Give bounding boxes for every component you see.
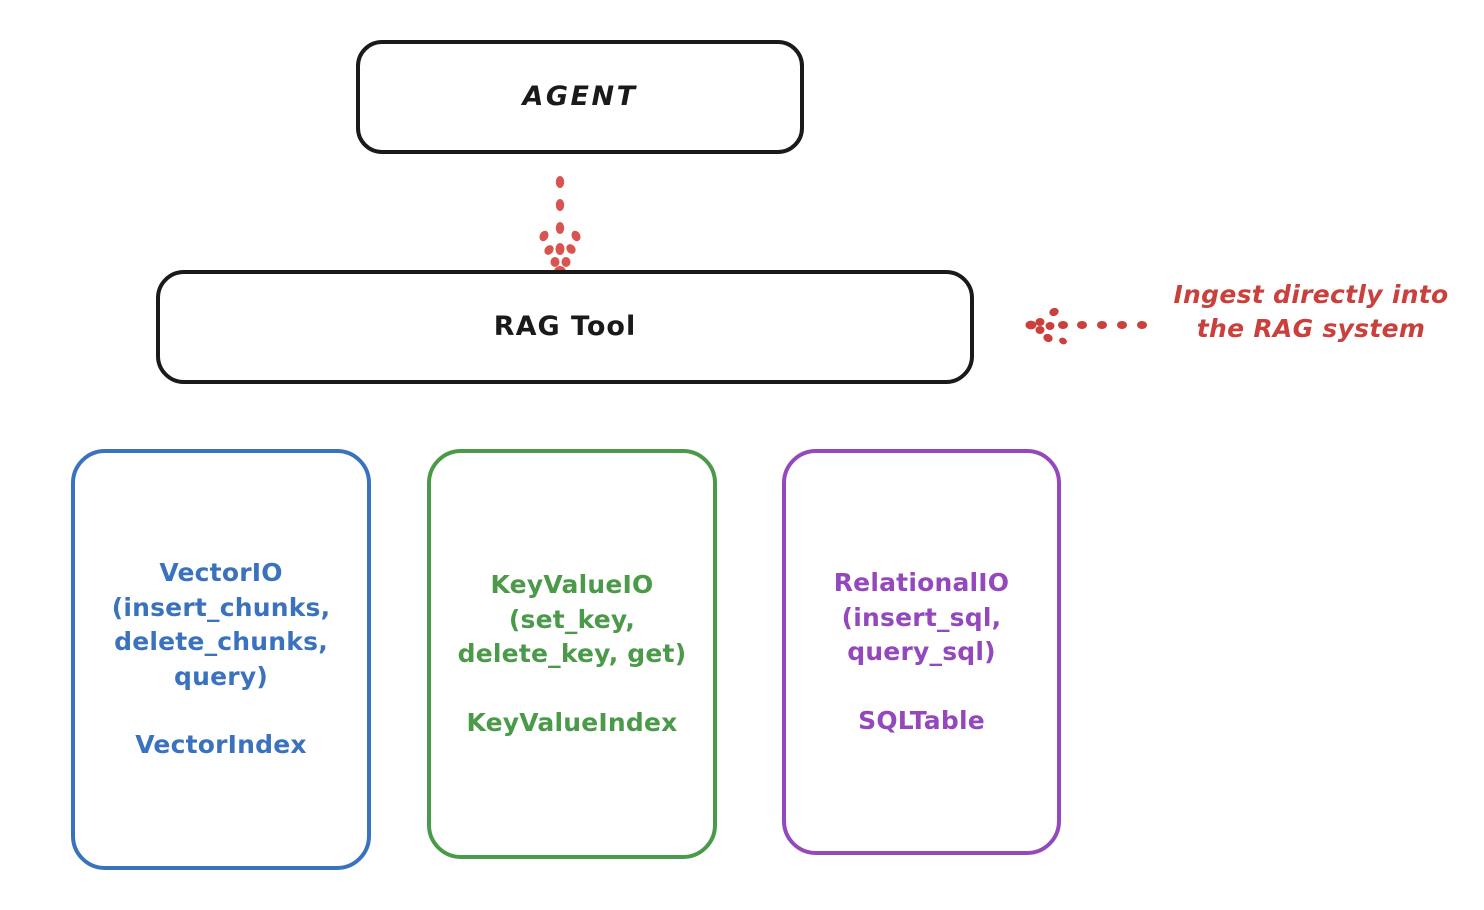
node-key-value-io-api-label: KeyValueIO (set_key, delete_key, get) (457, 570, 687, 668)
node-rag-tool[interactable]: RAG Tool (156, 270, 974, 384)
node-agent-label: AGENT (522, 80, 638, 112)
connector-ingest-arrow-icon (1025, 307, 1147, 345)
node-vector-io-index-label: VectorIndex (135, 730, 307, 760)
node-key-value-io[interactable]: KeyValueIO (set_key, delete_key, get) Ke… (427, 449, 717, 859)
node-relational-io[interactable]: RelationalIO (insert_sql, query_sql) SQL… (782, 449, 1061, 855)
connector-agent-to-rag-tool-arrow-icon (539, 176, 581, 278)
node-relational-io-api-label: RelationalIO (insert_sql, query_sql) (833, 568, 1010, 666)
node-key-value-io-content: KeyValueIO (set_key, delete_key, get) Ke… (431, 568, 713, 740)
node-vector-io-content: VectorIO (insert_chunks, delete_chunks, … (75, 556, 367, 763)
node-vector-io[interactable]: VectorIO (insert_chunks, delete_chunks, … (71, 449, 371, 870)
node-relational-io-content: RelationalIO (insert_sql, query_sql) SQL… (786, 566, 1057, 738)
annotation-ingest-label: Ingest directly into the RAG system (1173, 280, 1449, 343)
node-rag-tool-label: RAG Tool (493, 310, 637, 342)
node-key-value-io-index-label: KeyValueIndex (466, 707, 678, 737)
node-agent[interactable]: AGENT (356, 40, 804, 154)
node-vector-io-api-label: VectorIO (insert_chunks, delete_chunks, … (111, 558, 331, 691)
node-relational-io-index-label: SQLTable (858, 705, 985, 735)
